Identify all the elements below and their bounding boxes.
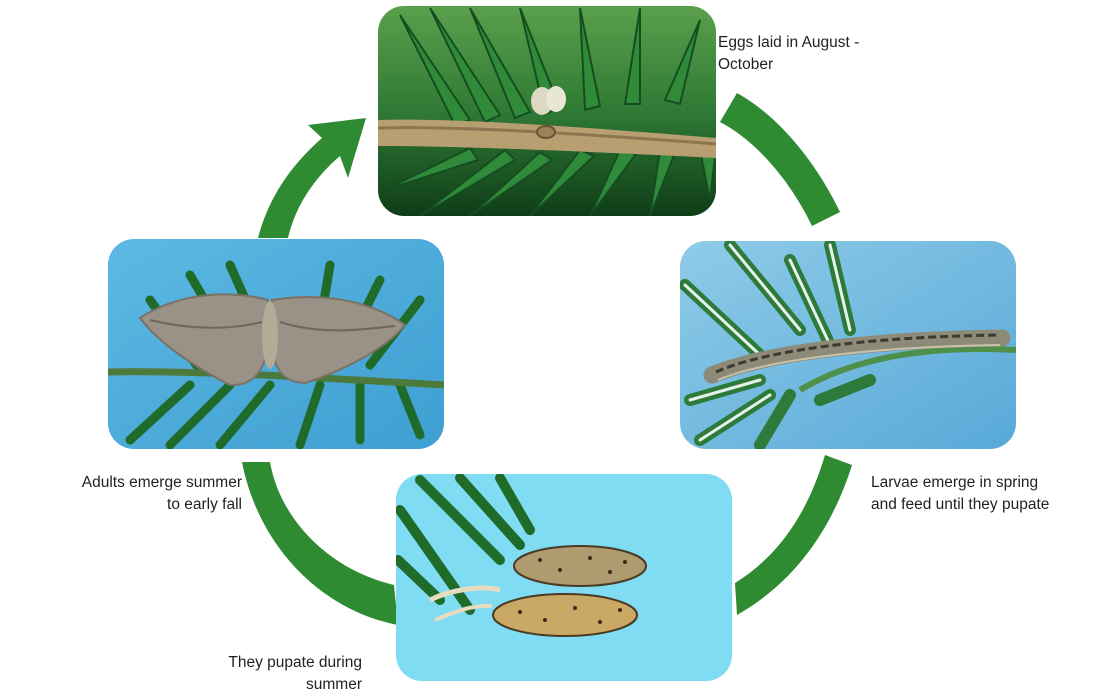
life-cycle-diagram <box>0 0 1103 681</box>
adult-label-line2: to early fall <box>10 494 242 516</box>
adult-photo <box>108 239 444 449</box>
arrow-segment-larvae-to-pupa <box>735 455 852 615</box>
arrow-segment-pupa-to-adult <box>242 462 398 625</box>
arrow-segment-adult-to-eggs <box>258 118 366 238</box>
pupa-label-line1: They pupate during <box>150 652 362 674</box>
pupa-stage-label: They pupate during summer <box>150 652 362 696</box>
larvae-label-line1: Larvae emerge in spring <box>871 472 1049 494</box>
arrow-segment-eggs-to-larvae <box>720 93 840 226</box>
adult-stage-label: Adults emerge summer to early fall <box>10 472 242 516</box>
larvae-photo <box>680 241 1016 449</box>
pupa-photo <box>396 474 732 681</box>
larvae-label-line2: and feed until they pupate <box>871 494 1049 516</box>
eggs-label-line1: Eggs laid in August - <box>718 32 859 54</box>
eggs-stage-label: Eggs laid in August - October <box>718 32 859 76</box>
eggs-photo <box>378 6 716 216</box>
adult-label-line1: Adults emerge summer <box>10 472 242 494</box>
larvae-stage-label: Larvae emerge in spring and feed until t… <box>871 472 1049 516</box>
pupa-label-line2: summer <box>150 674 362 696</box>
eggs-label-line2: October <box>718 54 859 76</box>
